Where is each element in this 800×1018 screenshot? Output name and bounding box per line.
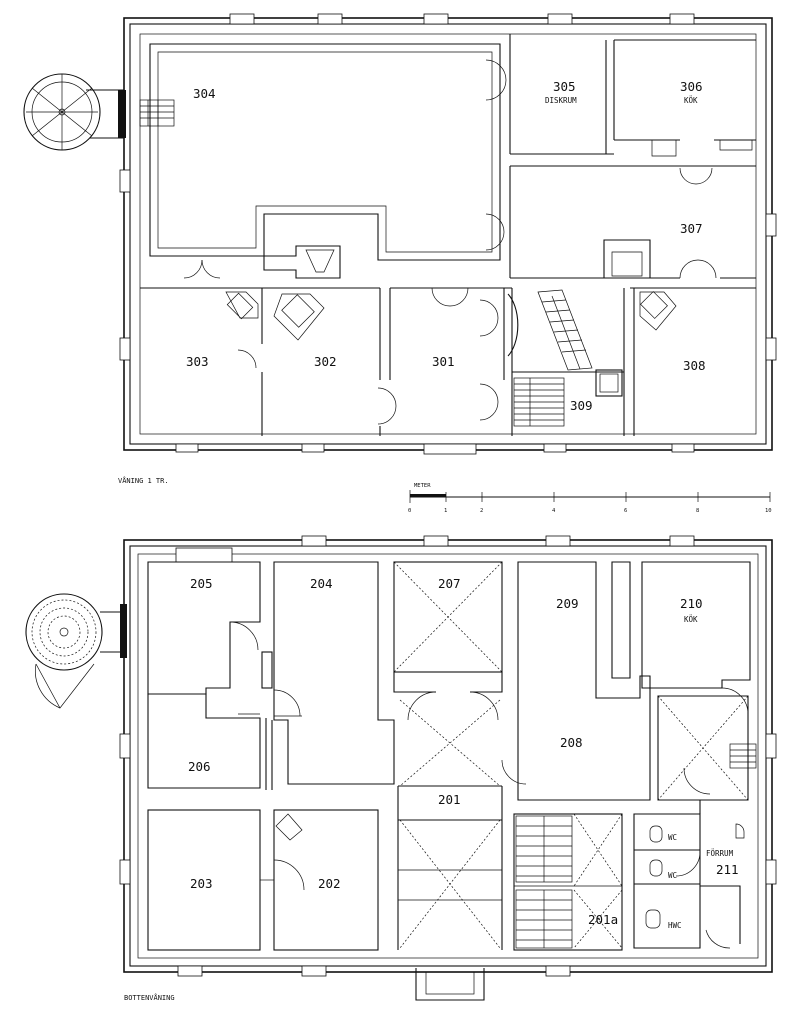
room-302-number: 302 bbox=[314, 354, 337, 369]
scale-tick-2: 2 bbox=[480, 508, 483, 514]
upper-spiral-stair bbox=[23, 73, 126, 151]
room-206-number: 206 bbox=[188, 759, 211, 774]
upper-stair-309 bbox=[507, 289, 623, 427]
scale-unit-label: METER bbox=[414, 483, 431, 489]
upper-windows-top bbox=[229, 13, 695, 25]
scale-tick-0: 0 bbox=[408, 508, 411, 514]
scale-tick-10: 10 bbox=[765, 508, 772, 514]
upper-windows-bottom bbox=[175, 443, 695, 455]
ground-room-labels: 205 204 207 209 210 KÖK 206 208 201 203 … bbox=[188, 576, 739, 930]
room-201-number: 201 bbox=[438, 792, 461, 807]
room-303-number: 303 bbox=[186, 354, 209, 369]
upper-floor-plan: 304 305 DISKRUM 306 KÖK 307 303 302 301 … bbox=[23, 13, 777, 455]
room-305-number: 305 bbox=[553, 79, 576, 94]
room-304-number: 304 bbox=[193, 86, 216, 101]
upper-floor-caption: VÅNING 1 TR. bbox=[118, 476, 169, 485]
scale-tick-4: 4 bbox=[552, 508, 556, 514]
upper-room-labels: 304 305 DISKRUM 306 KÖK 307 303 302 301 … bbox=[186, 79, 706, 413]
ground-wc-block bbox=[633, 800, 745, 949]
ground-floor-caption: BOTTENVÅNING bbox=[124, 993, 175, 1002]
wc-label-2: WC bbox=[668, 871, 677, 880]
scale-tick-6: 6 bbox=[624, 508, 627, 514]
ground-windows bbox=[119, 535, 777, 1001]
upper-entry-steps bbox=[139, 99, 175, 127]
scale-bar: METER 0 1 2 4 6 8 10 bbox=[408, 483, 772, 514]
room-307-number: 307 bbox=[680, 221, 703, 236]
scale-tick-8: 8 bbox=[696, 508, 699, 514]
room-209-number: 209 bbox=[556, 596, 579, 611]
room-204-number: 204 bbox=[310, 576, 333, 591]
room-208-number: 208 bbox=[560, 735, 583, 750]
room-210-number: 210 bbox=[680, 596, 703, 611]
room-205-number: 205 bbox=[190, 576, 213, 591]
room-306-number: 306 bbox=[680, 79, 703, 94]
scale-tick-1: 1 bbox=[444, 508, 447, 514]
room-309-number: 309 bbox=[570, 398, 593, 413]
ground-spiral-stair bbox=[25, 593, 127, 709]
room-207-number: 207 bbox=[438, 576, 461, 591]
room-306-label: KÖK bbox=[684, 96, 698, 105]
room-201a-number: 201a bbox=[588, 912, 618, 927]
wc-label-1: WC bbox=[668, 833, 677, 842]
room-301-number: 301 bbox=[432, 354, 455, 369]
ground-floor-plan: 205 204 207 209 210 KÖK 206 208 201 203 … bbox=[25, 535, 777, 1001]
room-211-label: FÖRRUM bbox=[706, 849, 734, 858]
ground-stair-201a bbox=[513, 813, 623, 951]
room-305-label: DISKRUM bbox=[545, 96, 577, 105]
room-210-label: KÖK bbox=[684, 615, 698, 624]
upper-door-swings bbox=[183, 59, 717, 425]
hwc-label: HWC bbox=[668, 921, 682, 930]
room-202-number: 202 bbox=[318, 876, 341, 891]
room-203-number: 203 bbox=[190, 876, 213, 891]
room-211-number: 211 bbox=[716, 862, 739, 877]
room-308-number: 308 bbox=[683, 358, 706, 373]
